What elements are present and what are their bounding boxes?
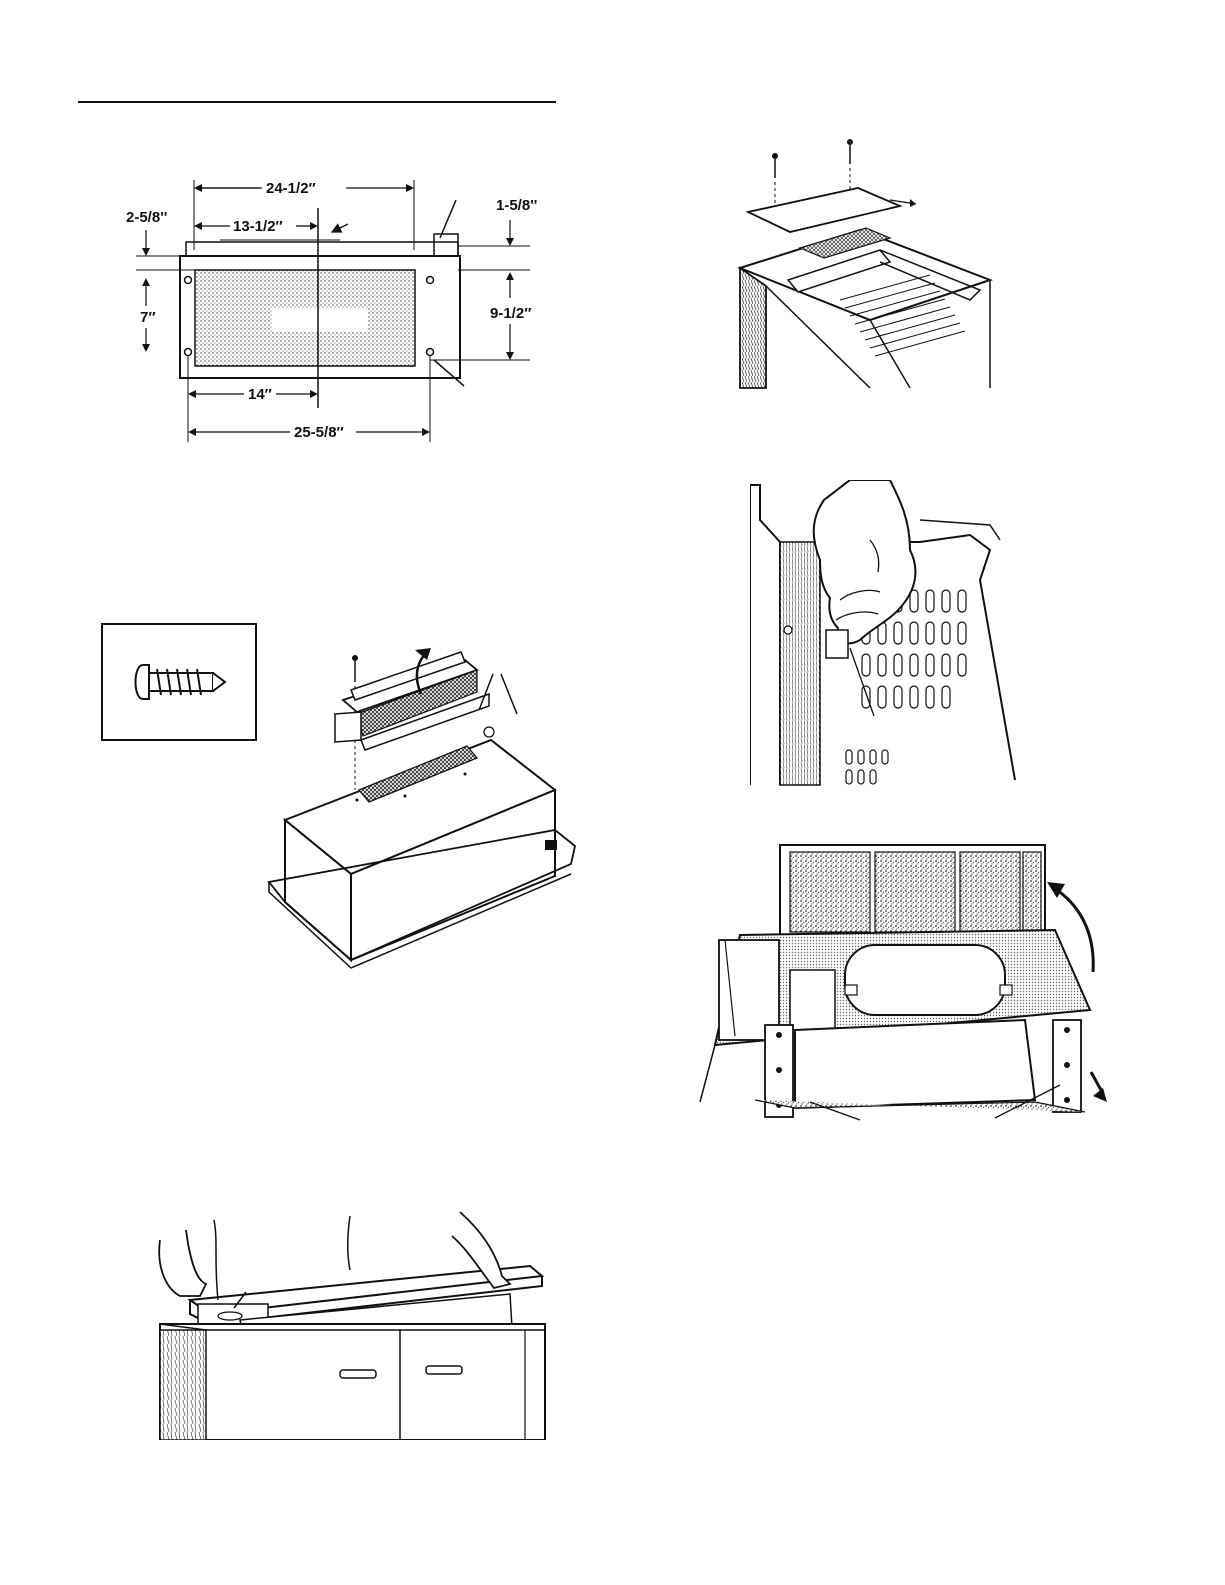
cover-plate bbox=[748, 188, 900, 232]
screw-hole-icon bbox=[427, 349, 434, 356]
hood-mounting-illustration bbox=[150, 1200, 550, 1440]
dim-left-offset-top: 13-1/2″ bbox=[233, 218, 283, 235]
motor-housing-open-illustration bbox=[695, 840, 1115, 1125]
dim-left-height: 7″ bbox=[140, 309, 156, 326]
dim-right-height: 9-1/2″ bbox=[490, 305, 531, 322]
damper-installation-illustration bbox=[265, 640, 585, 970]
dim-bottom-offset: 14″ bbox=[248, 386, 272, 403]
cabinet-handle bbox=[426, 1366, 462, 1374]
screw-hole-icon bbox=[185, 349, 192, 356]
dim-top-left-margin: 2-5/8'' bbox=[126, 209, 167, 226]
filter-clip-removal-illustration bbox=[750, 480, 1020, 790]
cutout-dimension-diagram: 24-1/2″ 13-1/2″ 2-5/8'' 7″ 1-5/8'' 9-1/2… bbox=[100, 160, 570, 460]
blower-motor bbox=[845, 945, 1005, 1015]
screw-detail-inset bbox=[101, 623, 257, 741]
screw-icon bbox=[103, 625, 255, 739]
header-rule bbox=[78, 101, 556, 103]
screw-hole-icon bbox=[185, 277, 192, 284]
top-panel-removal-illustration bbox=[730, 130, 1020, 395]
cabinet-handle bbox=[340, 1370, 376, 1378]
dim-overall-width-top: 24-1/2″ bbox=[266, 180, 316, 197]
hand-drawing bbox=[814, 480, 916, 643]
arrow-icon bbox=[910, 199, 916, 207]
dim-overall-width-bottom: 25-5/8″ bbox=[294, 424, 344, 441]
screw-hole-icon bbox=[427, 277, 434, 284]
left-hand bbox=[159, 1230, 206, 1296]
dim-top-right-margin: 1-5/8'' bbox=[496, 197, 537, 214]
